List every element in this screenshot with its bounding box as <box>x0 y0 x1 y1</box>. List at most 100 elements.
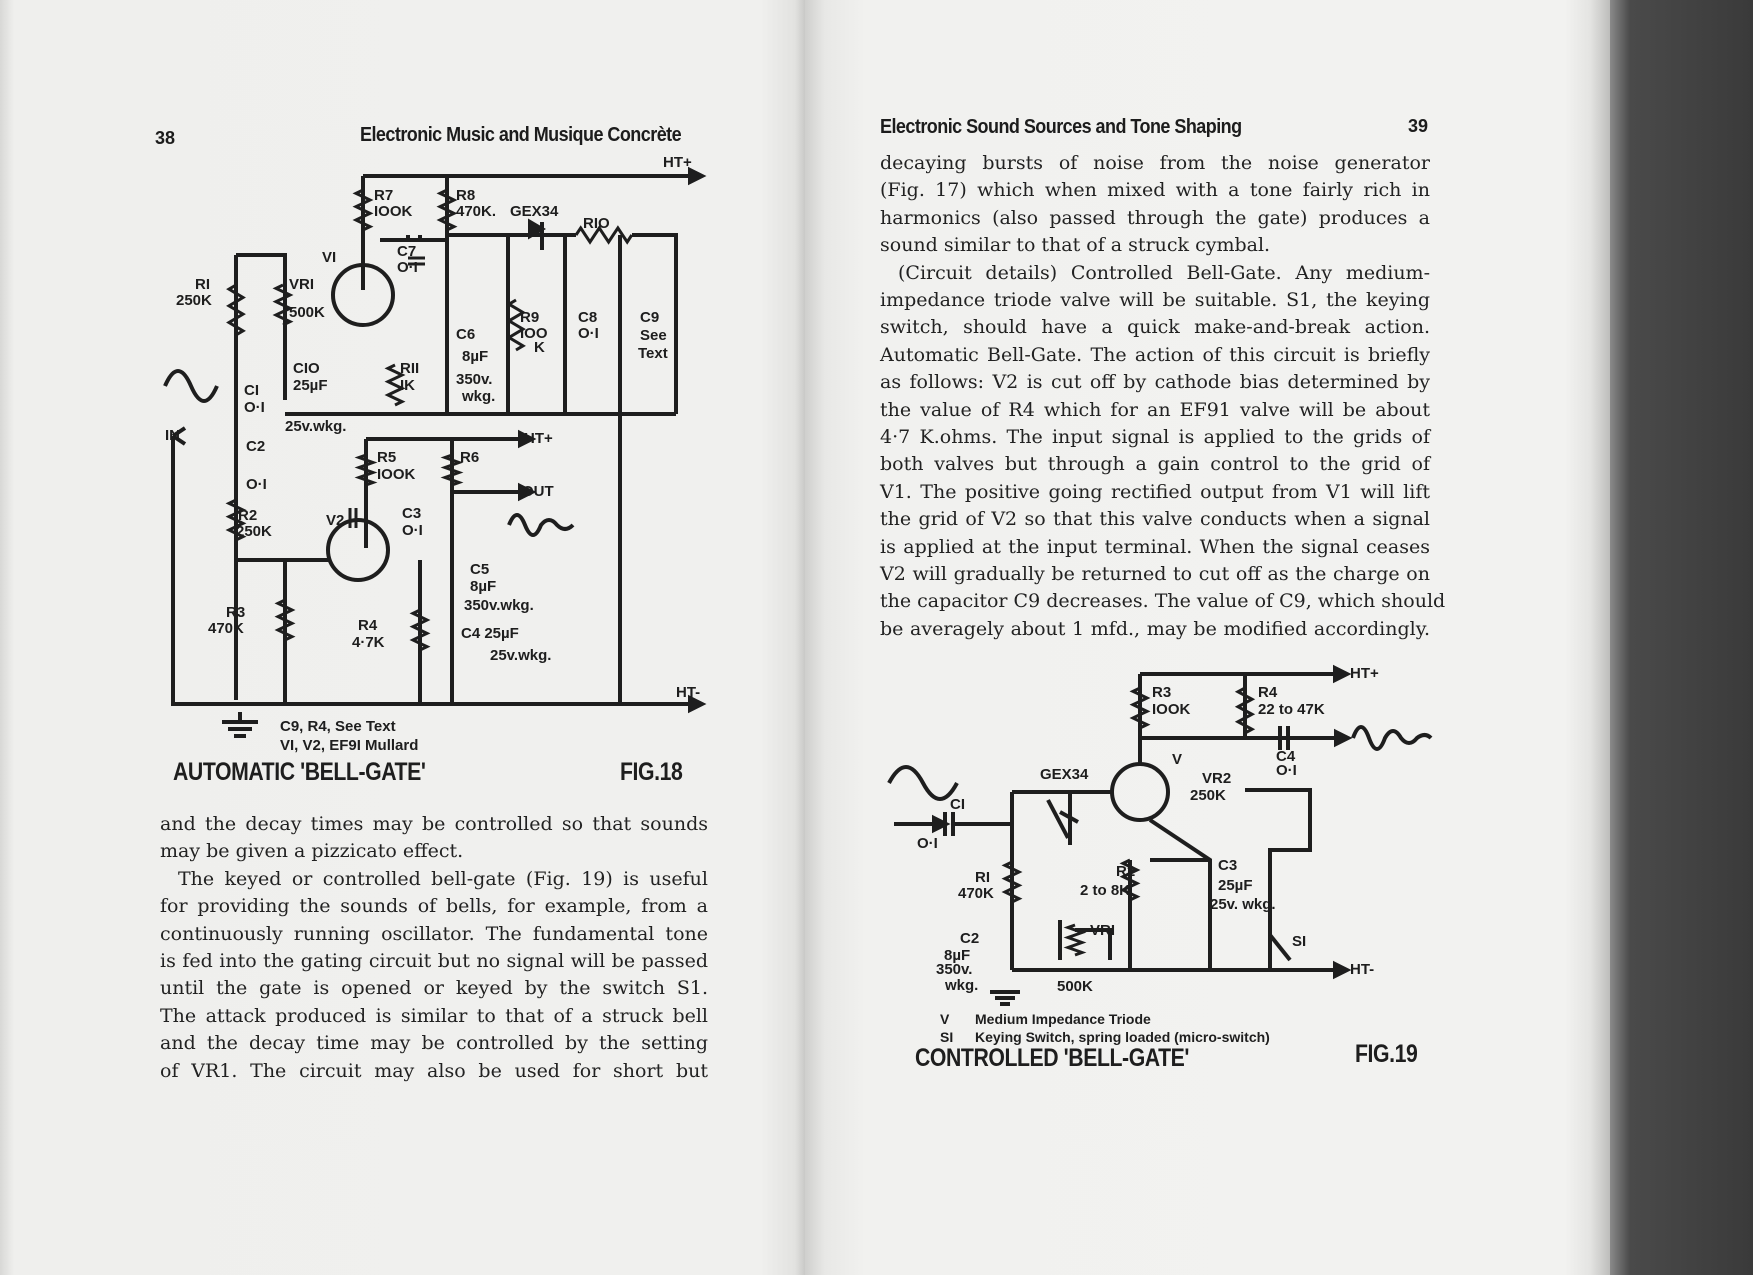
component-label: VRI <box>1090 922 1115 939</box>
component-label: 25v. wkg. <box>1210 896 1276 913</box>
resistor-icon <box>274 598 296 642</box>
component-label: R4 <box>1258 684 1278 701</box>
component-label: 8µF <box>462 348 488 365</box>
component-label: IOOK <box>377 466 416 483</box>
scan-background <box>1610 0 1753 1275</box>
resistor-icon <box>1063 923 1087 957</box>
component-label: IK <box>400 377 415 394</box>
component-label: C6 <box>456 326 475 343</box>
body-line: is applied at the input terminal. When t… <box>880 535 1430 558</box>
component-label: 2 to 8K <box>1080 882 1130 899</box>
component-label: C2 <box>246 438 265 455</box>
arrow-icon <box>688 166 707 186</box>
resistor-icon <box>1129 686 1151 730</box>
component-label: IN <box>165 427 180 444</box>
component-label: Text <box>638 345 668 362</box>
component-label: C9 <box>640 309 659 326</box>
valve-v1-icon <box>331 263 395 327</box>
body-line: and the decay times may be controlled so… <box>160 813 708 835</box>
resistor-icon <box>384 363 406 407</box>
component-label: V2 <box>326 512 344 529</box>
component-label: HT+ <box>1350 665 1379 682</box>
component-label: IOOK <box>1152 701 1191 718</box>
figure-legend-text: SI <box>940 1029 953 1045</box>
component-label: 470K <box>208 620 244 637</box>
component-label: HT- <box>1350 961 1374 978</box>
body-line: decaying bursts of noise from the noise … <box>880 152 1430 174</box>
body-line: as follows: V2 is cut off by cathode bia… <box>880 371 1430 394</box>
resistor-icon <box>225 498 247 542</box>
component-label: R4 <box>358 617 378 634</box>
component-label: C4 <box>1276 748 1296 765</box>
component-label: O·I <box>397 259 418 276</box>
component-label: VR2 <box>1202 770 1231 787</box>
component-label: VRI <box>289 276 314 293</box>
body-line: until the gate is opened or keyed by the… <box>160 977 708 1000</box>
component-label: 500K <box>1057 978 1093 995</box>
component-label: RI <box>195 276 210 293</box>
figure-legend-text: Keying Switch, spring loaded (micro-swit… <box>975 1029 1270 1045</box>
component-label: GEX34 <box>510 203 559 220</box>
body-line: the value of R4 which for an EF91 valve … <box>880 398 1430 421</box>
resistor-icon <box>352 188 374 232</box>
right-page <box>805 0 1610 1275</box>
component-label: R5 <box>377 449 396 466</box>
resistor-icon <box>226 283 246 337</box>
valve-v2-icon <box>326 518 390 582</box>
component-label: 250K <box>176 292 212 309</box>
resistor-icon <box>272 283 294 327</box>
body-line: continuously running oscillator. The fun… <box>160 922 708 945</box>
component-label: 22 to 47K <box>1258 701 1325 718</box>
resistor-icon <box>354 453 378 487</box>
component-label: OUT <box>522 483 554 500</box>
output-wave-icon <box>1351 725 1433 751</box>
resistor-icon <box>574 225 634 245</box>
figure-legend-text: Medium Impedance Triode <box>975 1011 1151 1027</box>
component-label: 350v. <box>936 961 972 978</box>
component-label: V <box>1172 751 1182 768</box>
resistor-icon <box>1119 858 1141 902</box>
body-line: harmonics (also passed through the gate)… <box>880 206 1430 229</box>
component-label: HT+ <box>524 430 553 447</box>
body-line: (Circuit details) Controlled Bell-Gate. … <box>898 261 1430 284</box>
resistor-icon <box>1001 860 1023 904</box>
component-label: 500K <box>289 304 325 321</box>
running-head-left: Electronic Music and Musique Concrète <box>360 124 682 146</box>
body-line: the capacitor C9 decreases. The value of… <box>880 590 1446 613</box>
component-label: R7 <box>374 187 393 204</box>
component-label: C8 <box>578 309 597 326</box>
component-label: SI <box>1292 933 1306 950</box>
body-line: switch, should have a quick make-and-bre… <box>880 316 1430 339</box>
component-label: wkg. <box>944 977 978 994</box>
component-label: C3 <box>1218 857 1237 874</box>
component-label: RII <box>400 360 419 377</box>
figure-legend-text: V <box>940 1011 950 1027</box>
component-label: 4·7K <box>352 634 385 651</box>
body-line: sound similar to that of a struck cymbal… <box>880 234 1271 257</box>
component-label: 350v.wkg. <box>464 597 534 614</box>
resistor-icon <box>506 298 526 352</box>
component-label: 25µF <box>1218 877 1253 894</box>
component-label: R9 <box>520 309 539 326</box>
output-wave-icon <box>507 513 575 537</box>
component-label: 25µF <box>293 377 328 394</box>
resistor-icon <box>1234 686 1256 735</box>
component-label: 25v.wkg. <box>285 418 346 435</box>
resistor-icon <box>436 188 458 232</box>
component-label: R2 <box>238 507 257 524</box>
component-label: O·I <box>402 522 423 539</box>
figure-caption: CONTROLLED 'BELL-GATE' <box>915 1043 1189 1071</box>
figure-19-schematic <box>887 664 1433 1006</box>
body-line: the grid of V2 so that this valve conduc… <box>880 508 1430 531</box>
component-label: C5 <box>470 561 489 578</box>
figure-caption: AUTOMATIC 'BELL-GATE' <box>173 757 425 785</box>
body-line: 4·7 K.ohms. The input signal is applied … <box>880 426 1430 448</box>
body-line: is fed into the gating circuit but no si… <box>160 950 708 972</box>
valve-v-icon <box>1110 762 1170 822</box>
component-label: GEX34 <box>1040 766 1089 783</box>
component-label: CIO <box>293 360 320 377</box>
component-label: 8µF <box>470 578 496 595</box>
body-line: for providing the sounds of bells, for e… <box>160 895 708 918</box>
body-line: both valves but through a gain control t… <box>880 453 1430 476</box>
component-label: 25v.wkg. <box>490 647 551 664</box>
